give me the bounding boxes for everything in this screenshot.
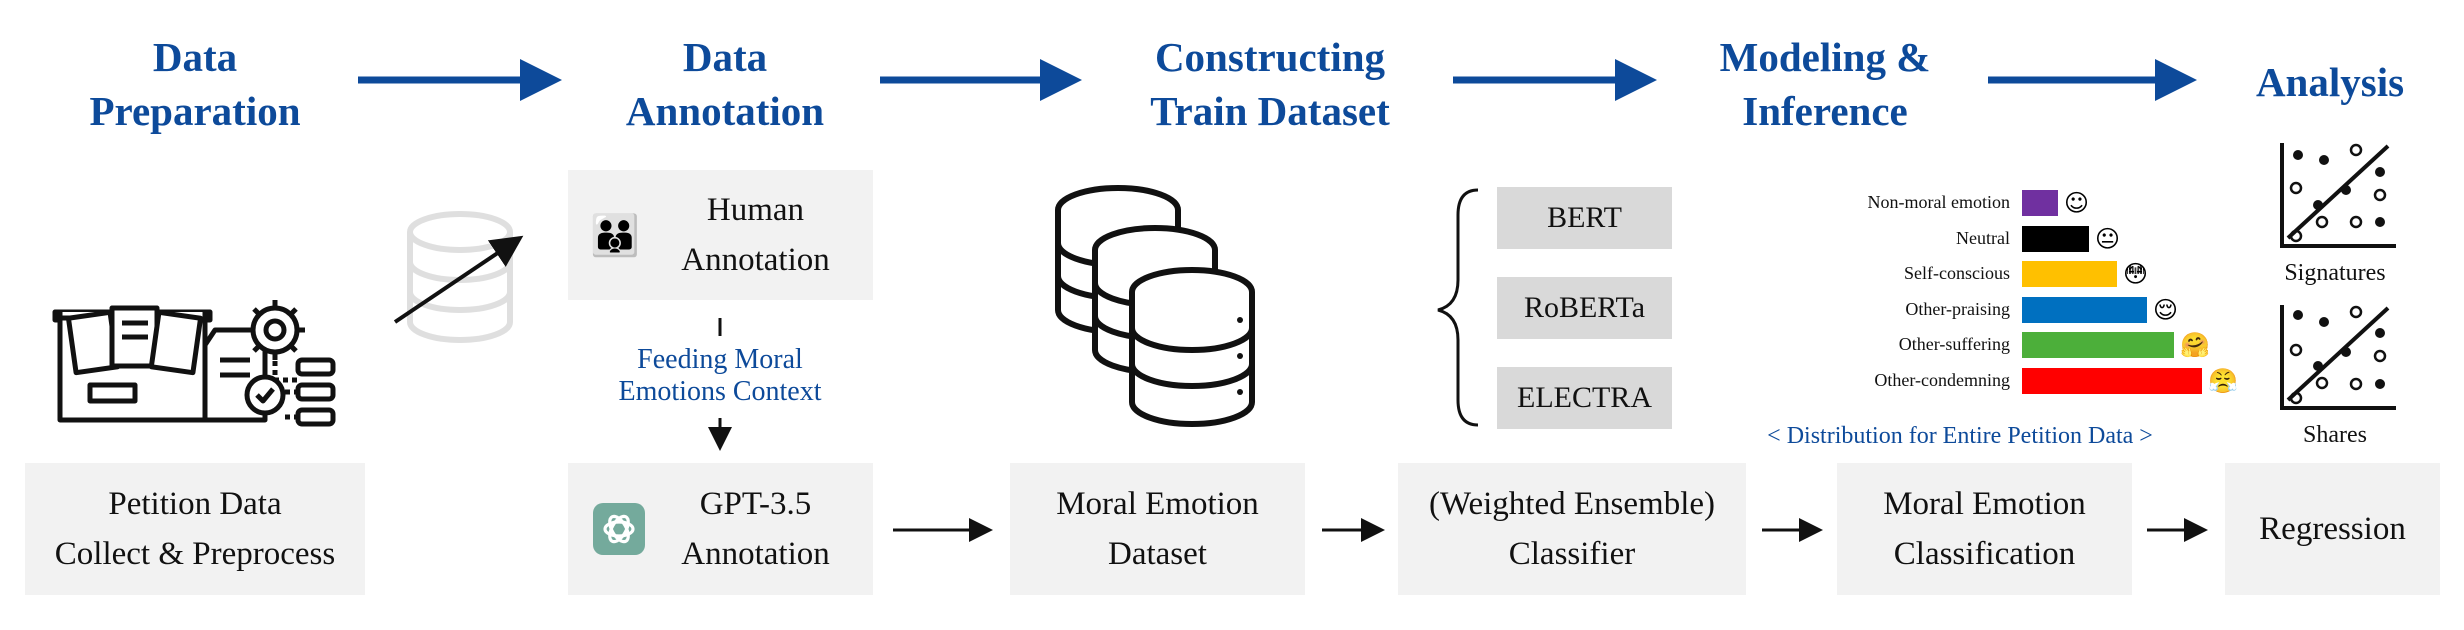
dist-emoji-icon: 😳 — [2123, 260, 2149, 288]
petition-data-box: Petition Data Collect & Preprocess — [25, 463, 365, 595]
gear-document-icon — [202, 300, 336, 427]
human-annotation-line: Annotation — [681, 242, 830, 278]
growth-arrow-icon — [393, 235, 524, 324]
stage-title-line: Data — [152, 34, 238, 80]
box-line: Collect & Preprocess — [54, 536, 336, 572]
box-line: Dataset — [1108, 536, 1207, 572]
curly-brace-icon — [1437, 188, 1479, 427]
dist-emoji-icon: 🤗 — [2180, 331, 2210, 359]
stage-title-line: Preparation — [89, 88, 301, 134]
moral-emotion-classification-box: Moral Emotion Classification — [1837, 463, 2132, 595]
box-line: Regression — [2259, 511, 2406, 547]
box-line: Annotation — [681, 536, 830, 572]
box-line: Moral Emotion — [1883, 486, 2086, 522]
feeding-context-label: Feeding Moral Emotions Context — [600, 344, 840, 408]
ensemble-classifier-box: (Weighted Ensemble) Classifier — [1398, 463, 1746, 595]
distribution-chart: Non-moral emotion ☺ Neutral 😐 Self-conscious… — [1820, 189, 2238, 410]
dist-category-label: Other-praising — [1905, 298, 2010, 319]
dist-emoji-icon: ☺ — [2064, 189, 2090, 217]
stage-title-line: Data — [682, 34, 768, 80]
stage-title-line: Modeling & — [1719, 34, 1931, 80]
dist-category-label: Other-condemning — [1874, 369, 2010, 390]
box-line: Petition Data — [108, 486, 282, 522]
dist-category-label: Other-suffering — [1898, 334, 2010, 354]
dist-bar — [2022, 296, 2147, 323]
stage-title-data-annotation: Data Annotation — [590, 30, 860, 138]
gpt-annotation-box: GPT-3.5 Annotation — [568, 463, 873, 595]
dist-emoji-icon: 😐 — [2095, 224, 2121, 253]
moral-emotion-dataset-box: Moral Emotion Dataset — [1010, 463, 1305, 595]
human-annotation-line: Human — [706, 192, 805, 228]
dist-category-label: Neutral — [1956, 227, 2010, 248]
scatter-plot-signatures-icon — [2280, 143, 2396, 248]
human-annotation-box: 👪 Human Annotation — [568, 170, 873, 300]
dist-category-label: Self-conscious — [1904, 263, 2010, 283]
dist-bar — [2022, 367, 2202, 394]
scatter-label-shares: Shares — [2303, 422, 2367, 448]
dist-emoji-icon: 😌 — [2153, 295, 2179, 324]
model-box-roberta: RoBERTa — [1497, 277, 1672, 339]
stage-title-line: Train Dataset — [1150, 88, 1390, 134]
scatter-plot-shares-icon — [2280, 305, 2396, 410]
stage-title-constructing-train-dataset: Constructing Train Dataset — [1110, 30, 1430, 138]
model-box-electra: ELECTRA — [1497, 367, 1672, 429]
stage-title-line: Constructing — [1154, 34, 1386, 80]
distribution-caption: < Distribution for Entire Petition Data … — [1767, 423, 2153, 449]
file-drawer-icon — [52, 305, 213, 423]
family-emoji-icon: 👪 — [590, 213, 640, 259]
stage-title-line: Analysis — [2255, 59, 2405, 105]
openai-logo-icon — [593, 503, 645, 555]
dist-bar — [2022, 190, 2058, 216]
stage-title-modeling-inference: Modeling & Inference — [1690, 30, 1960, 138]
box-line: GPT-3.5 — [699, 486, 812, 522]
faded-database-icon — [407, 211, 513, 343]
dist-bar — [2022, 332, 2174, 358]
stage-title-analysis: Analysis — [2220, 55, 2440, 109]
stage-title-line: Annotation — [625, 88, 825, 134]
box-line: Classifier — [1508, 536, 1636, 572]
dist-emoji-icon: 😤 — [2208, 366, 2238, 395]
feeding-context-line: Emotions Context — [618, 376, 822, 407]
box-line: (Weighted Ensemble) — [1429, 486, 1715, 522]
model-box-bert: BERT — [1497, 187, 1672, 249]
regression-box: Regression — [2225, 463, 2440, 595]
stage-title-line: Inference — [1742, 88, 1908, 134]
box-line: Moral Emotion — [1056, 486, 1259, 522]
box-line: Classification — [1893, 536, 2076, 572]
stage-title-data-preparation: Data Preparation — [60, 30, 330, 138]
feeding-context-line: Feeding Moral — [637, 344, 803, 375]
dist-bar — [2022, 261, 2117, 287]
database-stack-icon — [1055, 185, 1255, 427]
dist-bar — [2022, 225, 2089, 252]
dist-category-label: Non-moral emotion — [1867, 192, 2010, 212]
scatter-label-signatures: Signatures — [2284, 260, 2386, 286]
